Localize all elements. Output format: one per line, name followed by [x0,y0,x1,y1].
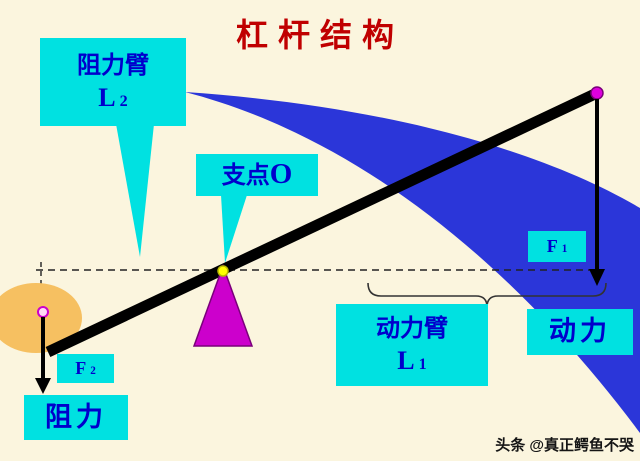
slide-title: 杠杆结构 [235,17,404,53]
fulcrum-text: 支点 [221,162,270,190]
effort-arm-text: 动力臂 [376,314,448,342]
resistance-force-arrowhead [35,378,51,394]
fulcrum-sym: O [269,158,293,191]
effort-arm-sym: L [397,345,415,375]
lever-bar [45,88,600,357]
f2-sub: 2 [90,364,96,377]
effort-arm-sub: 1 [418,355,427,373]
effort-end-marker [590,86,604,100]
effort-label-box: 动力 [527,309,633,355]
fulcrum-point-marker [217,265,229,277]
f1-sym: F [546,235,558,256]
load-ellipse [0,283,82,353]
effort-text: 动力 [549,316,611,347]
resistance-arm-sub: 2 [119,92,128,110]
blue-swoosh-shape [185,92,640,433]
resistance-arm-sym: L [98,82,116,112]
resistance-text: 阻力 [45,401,107,432]
watermark: 头条 @真正鳄鱼不哭 [495,437,634,454]
fulcrum-triangle [192,263,254,347]
effort-force-arrow [589,99,605,286]
f2-sym: F [75,357,87,378]
f1-sub: 1 [561,242,568,255]
resistance-force-arrow [35,317,51,394]
resistance-arm-callout-tail [116,124,154,257]
fulcrum-callout-tail [221,195,247,263]
resistance-point-marker [37,306,49,318]
resistance-arm-text: 阻力臂 [77,51,149,79]
effort-force-arrowhead [589,269,605,286]
resistance-label-box: 阻力 [24,395,128,440]
